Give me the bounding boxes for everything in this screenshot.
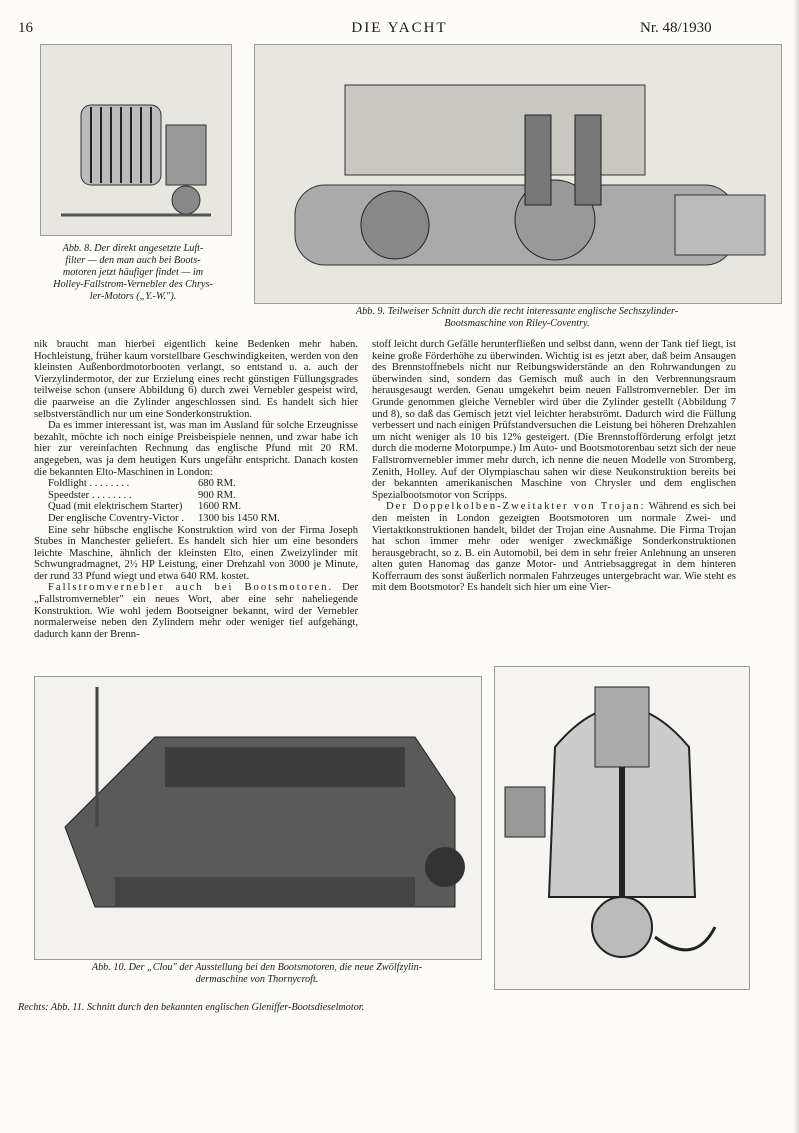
page-edge-shadow bbox=[793, 0, 799, 1133]
engine-photo-drawing bbox=[35, 677, 481, 959]
caption-abb9-line: Bootsmaschine von Riley-Coventry. bbox=[444, 318, 590, 329]
caption-abb10: Abb. 10. Der „Clou" der Ausstellung bei … bbox=[34, 962, 480, 986]
diesel-section-drawing bbox=[504, 686, 717, 958]
paragraph: stoff leicht durch Gefälle herunterfließ… bbox=[372, 339, 736, 501]
section-heading: Fallstromvernebler auch bei Bootsmotoren… bbox=[48, 582, 334, 594]
paragraph: Eine sehr hübsche englische Konstruktion… bbox=[34, 524, 358, 582]
paragraph: Da es immer interessant ist, was man im … bbox=[34, 420, 358, 478]
price-row: Foldlight . . . . . . . .680 RM. bbox=[48, 478, 236, 490]
paragraph: Der Doppelkolben-Zweitakter von Trojan: … bbox=[372, 501, 737, 594]
price-row: Der englische Coventry-Victor .1300 bis … bbox=[48, 512, 280, 524]
right-text-column: stoff leicht durch Gefälle herunterfließ… bbox=[372, 339, 736, 594]
figure-8-carburetor-illustration bbox=[40, 44, 232, 236]
caption-abb9-line: Abb. 9. Teilweiser Schnitt durch die rec… bbox=[355, 306, 679, 317]
journal-title: DIE YACHT bbox=[351, 20, 448, 36]
caption-abb8-line: Abb. 8. Der direkt angesetzte Luft- bbox=[62, 243, 204, 254]
issue-number: Nr. 48/1930 bbox=[640, 20, 712, 36]
caption-abb8: Abb. 8. Der direkt angesetzte Luft- filt… bbox=[34, 243, 232, 303]
caption-abb8-line: filter — den man auch bei Boots- bbox=[65, 255, 201, 266]
paragraph: Fallstromvernebler auch bei Bootsmotoren… bbox=[34, 582, 359, 640]
paragraph: nik braucht man hierbei eigentlich keine… bbox=[34, 339, 358, 420]
price-row: Speedster . . . . . . . .900 RM. bbox=[48, 489, 236, 501]
caption-abb10-line: dermaschine von Thornycroft. bbox=[195, 974, 319, 985]
price-row: Quad (mit elektrischem Starter)1600 RM. bbox=[48, 501, 241, 513]
left-text-column: nik braucht man hierbei eigentlich keine… bbox=[34, 339, 358, 640]
caption-abb8-line: motoren jetzt häufiger findet — im bbox=[62, 267, 204, 278]
carburetor-drawing bbox=[61, 104, 211, 217]
caption-abb9: Abb. 9. Teilweiser Schnitt durch die rec… bbox=[254, 306, 780, 330]
caption-abb10-line: Abb. 10. Der „Clou" der Ausstellung bei … bbox=[91, 962, 423, 973]
figure-9-engine-cutaway bbox=[254, 44, 782, 304]
caption-abb8-line: Holley-Fallstrom-Vernebler des Chrys- bbox=[53, 279, 213, 290]
figure-11-diesel-section bbox=[494, 666, 750, 990]
section-heading: Der Doppelkolben-Zweitakter von Trojan: bbox=[386, 501, 646, 513]
engine-cutaway-drawing bbox=[294, 84, 766, 266]
caption-abb8-line: ler-Motors („Y.-W."). bbox=[89, 291, 177, 302]
caption-abb11: Rechts: Abb. 11. Schnitt durch den bekan… bbox=[18, 1002, 365, 1013]
figure-10-twelve-cylinder-engine-photo bbox=[34, 676, 482, 960]
page-number: 16 bbox=[18, 20, 33, 36]
